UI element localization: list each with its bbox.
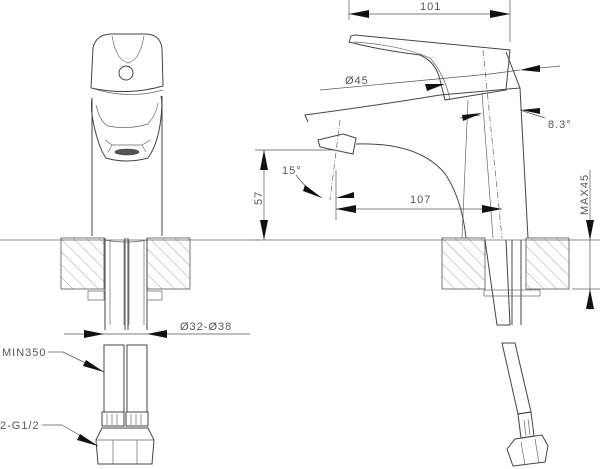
centerline xyxy=(482,49,503,239)
label-spout-reach: 107 xyxy=(410,194,431,206)
dim-max-deck: MAX45 xyxy=(579,170,594,310)
front-body xyxy=(90,95,163,162)
spout-outlet xyxy=(317,133,357,155)
label-overall-depth: 101 xyxy=(420,1,441,13)
label-spout-angle: 15° xyxy=(282,165,302,177)
label-connection: 2-G1/2 xyxy=(0,420,40,432)
label-hose-length: MIN350 xyxy=(2,347,47,359)
label-handle-diameter: Ø45 xyxy=(345,75,369,87)
side-lever xyxy=(348,34,511,101)
label-tilt-angle: 8.3° xyxy=(548,119,572,131)
side-view: 101 Ø45 8.3° xyxy=(253,0,600,467)
side-hex-nut xyxy=(506,434,549,467)
dim-tilt-angle: 8.3° xyxy=(459,108,572,131)
dim-overall-depth: 101 xyxy=(348,0,511,42)
spout-top xyxy=(304,87,521,123)
dim-hose-length: MIN350 xyxy=(2,347,105,373)
dim-spout-reach: 107 xyxy=(335,170,502,220)
aerator xyxy=(114,148,140,156)
hex-nut xyxy=(95,427,155,465)
label-max-deck: MAX45 xyxy=(579,174,591,215)
side-deck-section-right xyxy=(525,237,570,290)
deck-section-left xyxy=(60,237,105,290)
dim-handle-diameter: Ø45 xyxy=(319,65,561,91)
deck-section-right xyxy=(146,237,191,290)
front-handle-button xyxy=(118,65,134,81)
front-view: Ø32-Ø38 MIN350 2-G1/2 xyxy=(0,33,260,465)
dim-hole-diameter: Ø32-Ø38 xyxy=(64,321,250,338)
label-hole-diameter: Ø32-Ø38 xyxy=(180,321,232,333)
front-handle xyxy=(90,33,164,93)
label-spout-height: 57 xyxy=(253,191,265,205)
dim-connection: 2-G1/2 xyxy=(0,420,99,447)
dim-spout-angle: 15° xyxy=(282,165,354,199)
dim-spout-height: 57 xyxy=(253,149,335,240)
side-deck-section-left xyxy=(441,237,486,290)
side-hose xyxy=(501,342,532,415)
spout-underside xyxy=(355,143,467,239)
